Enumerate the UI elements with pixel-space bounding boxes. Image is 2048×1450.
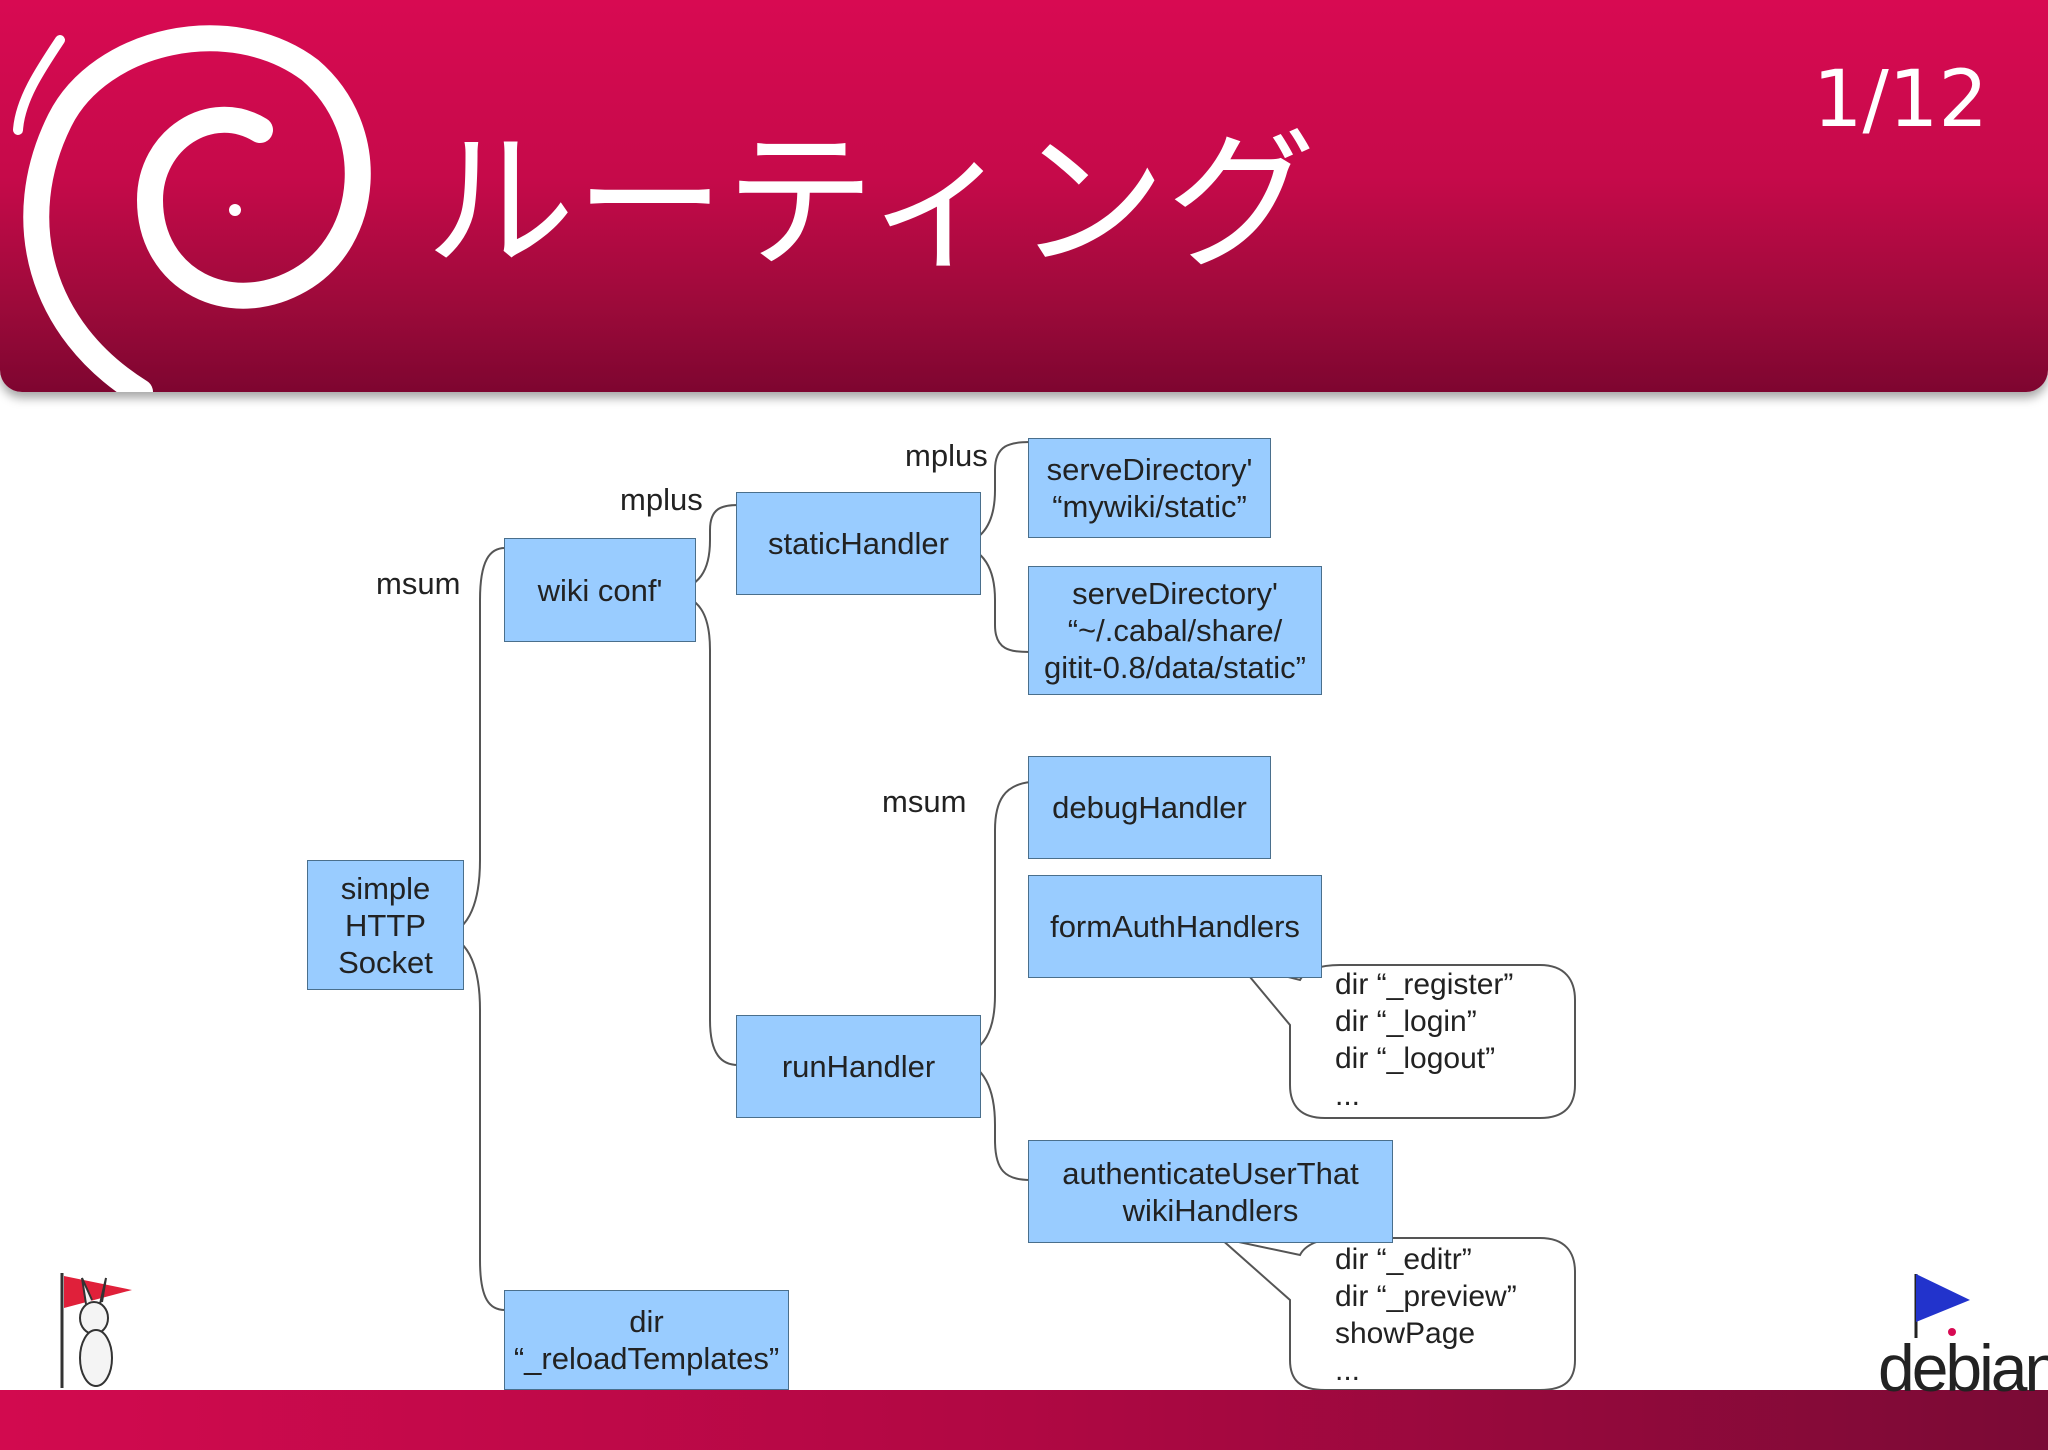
slide-header: ルーティング 1/12 xyxy=(0,0,2048,392)
slide-title: ルーティング xyxy=(425,116,1317,290)
node-wiki-conf: wiki conf' xyxy=(504,538,696,642)
node-serve-directory-cabal: serveDirectory'“~/.cabal/share/gitit-0.8… xyxy=(1028,566,1322,695)
label-mplus-static: mplus xyxy=(905,438,988,473)
page-number: 1/12 xyxy=(1812,55,1988,145)
debian-flag-icon xyxy=(1914,1274,1970,1338)
node-debug-handler: debugHandler xyxy=(1028,756,1271,859)
node-run-handler: runHandler xyxy=(736,1015,981,1118)
callout-form-auth-text: dir “_register” dir “_login” dir “_logou… xyxy=(1335,968,1514,1112)
connector-wiki-lower xyxy=(669,591,739,1066)
label-msum-run: msum xyxy=(882,784,967,819)
callout-authenticate-text: dir “_editr” dir “_preview” showPage ... xyxy=(1335,1243,1517,1387)
label-msum-root: msum xyxy=(376,566,461,601)
callout-bubble-form-auth xyxy=(1237,963,1576,1119)
debian-swirl-icon xyxy=(13,25,371,392)
debian-logo-word: debian xyxy=(1878,1331,2048,1405)
node-static-handler: staticHandler xyxy=(736,492,981,595)
slide-footer xyxy=(0,1390,2048,1450)
node-form-auth-handlers: formAuthHandlers xyxy=(1028,875,1322,978)
label-mplus-wiki: mplus xyxy=(620,482,703,517)
bunny-mascot-icon xyxy=(60,1273,132,1388)
node-serve-directory-mywiki: serveDirectory'“mywiki/static” xyxy=(1028,438,1271,538)
connector-root-lower xyxy=(444,934,506,1311)
node-reload-templates: dir“_reloadTemplates” xyxy=(504,1290,789,1390)
